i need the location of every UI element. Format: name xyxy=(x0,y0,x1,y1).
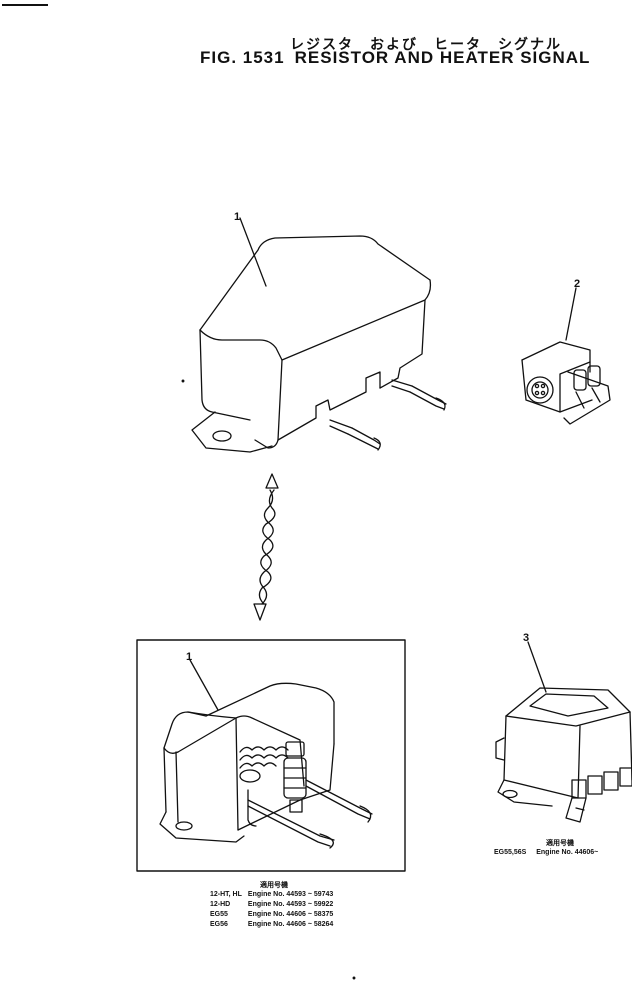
heater-signal-part-2 xyxy=(521,341,611,425)
model-cell: EG55 xyxy=(210,911,228,918)
applicability-table-left: 12-HT, HL Engine No. 44593 ~ 59743 12-HD… xyxy=(210,890,339,930)
cover-terminal-pins xyxy=(329,379,447,451)
leader-line-2 xyxy=(565,287,577,341)
callout-1-top: 1 xyxy=(234,211,240,223)
heater-relay-part-3 xyxy=(495,687,632,823)
applicability-header-left: 適用号機 xyxy=(260,881,288,889)
leader-line-3 xyxy=(527,641,547,693)
engine-cell: Engine No. 44606 ~ 58264 xyxy=(247,921,334,928)
resistor-cover-part-1 xyxy=(191,235,447,453)
table-row: 12-HD Engine No. 44593 ~ 59922 xyxy=(210,900,339,910)
applicability-header-right: 適用号機 xyxy=(546,839,574,847)
model-cell: EG56 xyxy=(210,921,228,928)
figure-title-english: RESISTOR AND HEATER SIGNAL xyxy=(294,48,591,67)
leader-line-1-inset xyxy=(189,659,219,711)
callout-3: 3 xyxy=(523,632,529,644)
scan-speck xyxy=(181,379,185,383)
engine-cell: Engine No. 44593 ~ 59922 xyxy=(247,901,334,908)
scan-speck xyxy=(352,976,356,980)
resistor-assembly-inset xyxy=(159,682,373,849)
figure-number: FIG. 1531 xyxy=(200,48,285,67)
heater-coil xyxy=(239,746,289,783)
top-rule xyxy=(2,4,48,6)
connection-arrow xyxy=(253,473,279,621)
model-cell: EG55,56S xyxy=(494,849,527,856)
figure-title: FIG. 1531 RESISTOR AND HEATER SIGNAL xyxy=(200,48,590,68)
title-japanese: レジスタ および ヒータ シグナル xyxy=(290,37,562,53)
relay-terminals xyxy=(565,767,632,823)
table-row: 12-HT, HL Engine No. 44593 ~ 59743 xyxy=(210,890,339,900)
inset-frame xyxy=(136,639,406,872)
leader-line-1-top xyxy=(239,217,267,287)
model-cell: 12-HD xyxy=(210,901,231,908)
callout-2: 2 xyxy=(574,278,580,290)
terminal-post xyxy=(283,741,307,813)
model-cell: 12-HT, HL xyxy=(210,891,242,898)
applicability-note-left: 適用号機 12-HT, HL Engine No. 44593 ~ 59743 … xyxy=(210,880,339,930)
applicability-note-right: 適用号機 EG55,56S Engine No. 44606~ xyxy=(494,838,598,858)
engine-cell: Engine No. 44593 ~ 59743 xyxy=(247,891,334,898)
engine-cell: Engine No. 44606~ xyxy=(536,849,599,856)
callout-1-inset: 1 xyxy=(186,651,192,663)
table-row: EG55 Engine No. 44606 ~ 58375 xyxy=(210,910,339,920)
engine-cell: Engine No. 44606 ~ 58375 xyxy=(247,911,334,918)
table-row: EG56 Engine No. 44606 ~ 58264 xyxy=(210,920,339,930)
